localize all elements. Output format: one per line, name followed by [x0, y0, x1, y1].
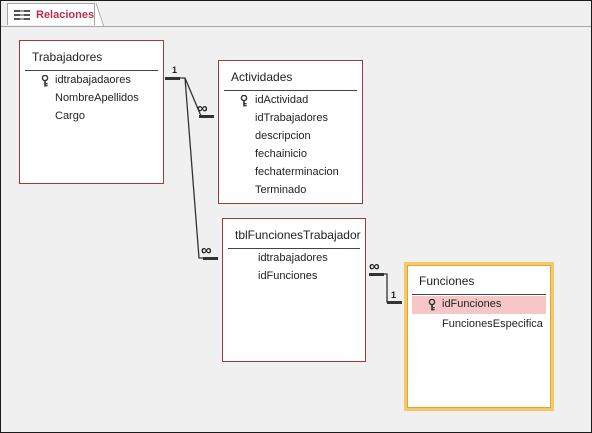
tab-edge [95, 3, 105, 27]
field-row[interactable]: idTrabajadores [219, 110, 362, 128]
field-row[interactable]: idtrabajadaores [20, 72, 163, 90]
field-name: idTrabajadores [255, 112, 328, 124]
one-label: 1 [172, 65, 177, 75]
table-header-divider [224, 90, 357, 91]
tab-relaciones[interactable]: Relaciones [7, 3, 95, 25]
relationship-end-many [203, 257, 218, 260]
table-funciones[interactable]: Funciones idFunciones FuncionesEspecific… [404, 262, 554, 411]
relationship-end-many [369, 273, 384, 276]
tab-label: Relaciones [36, 9, 95, 21]
field-name: fechaterminacion [255, 166, 339, 178]
relationship-trabajadores-actividades[interactable]: 1 ∞ [165, 65, 214, 118]
document-tab-bar: Relaciones [1, 1, 591, 27]
field-row[interactable]: descripcion [219, 128, 362, 146]
relationship-end-one [387, 301, 402, 304]
field-row[interactable]: idFunciones [223, 268, 365, 286]
tab-underline [1, 26, 591, 27]
field-row[interactable]: fechainicio [219, 146, 362, 164]
field-name: NombreApellidos [55, 92, 139, 104]
one-label: 1 [391, 290, 396, 300]
field-name: Cargo [55, 110, 85, 122]
field-name: FuncionesEspecifica [442, 318, 543, 330]
relationship-tblfunciones-funciones[interactable]: ∞ 1 [369, 258, 402, 304]
primary-key-icon [41, 75, 49, 87]
field-name: idtrabajadaores [55, 74, 131, 86]
field-row[interactable]: Terminado [219, 182, 362, 200]
many-label: ∞ [197, 100, 208, 117]
primary-key-icon [240, 95, 248, 107]
field-name: fechainicio [255, 148, 307, 160]
field-name: descripcion [255, 130, 311, 142]
relationship-trabajadores-tblfunciones[interactable]: ∞ [184, 77, 218, 260]
table-trabajadores[interactable]: Trabajadores idtrabajadaores NombreApell… [19, 40, 164, 184]
relationship-end-one [165, 77, 180, 80]
field-row[interactable]: fechaterminacion [219, 164, 362, 182]
table-title: Actividades [231, 70, 293, 84]
field-row-selected[interactable]: idFunciones [412, 296, 546, 314]
field-row[interactable]: NombreApellidos [20, 90, 163, 108]
field-name: idFunciones [442, 298, 502, 310]
field-name: idFunciones [258, 270, 318, 282]
table-title: Trabajadores [32, 50, 103, 64]
many-label: ∞ [369, 258, 380, 275]
table-title: Funciones [419, 274, 475, 288]
table-title: tblFuncionesTrabajador [235, 228, 361, 242]
table-header-divider [412, 294, 546, 295]
relationship-end-many [199, 115, 214, 118]
table-tblfuncionestrabajador[interactable]: tblFuncionesTrabajador idtrabajadores id… [222, 218, 366, 362]
field-row[interactable]: idActividad [219, 92, 362, 110]
field-row[interactable]: Cargo [20, 108, 163, 126]
table-header-divider [25, 70, 158, 71]
many-label: ∞ [201, 242, 212, 259]
table-actividades[interactable]: Actividades idActividad idTrabajadores d… [218, 60, 363, 204]
relationships-icon [14, 10, 30, 20]
field-row[interactable]: FuncionesEspecifica [407, 316, 551, 334]
field-row[interactable]: idtrabajadores [223, 250, 365, 268]
field-name: idActividad [255, 94, 309, 106]
table-header-divider [228, 248, 360, 249]
primary-key-icon [428, 299, 436, 311]
field-name: Terminado [255, 184, 307, 196]
field-name: idtrabajadores [258, 252, 328, 264]
